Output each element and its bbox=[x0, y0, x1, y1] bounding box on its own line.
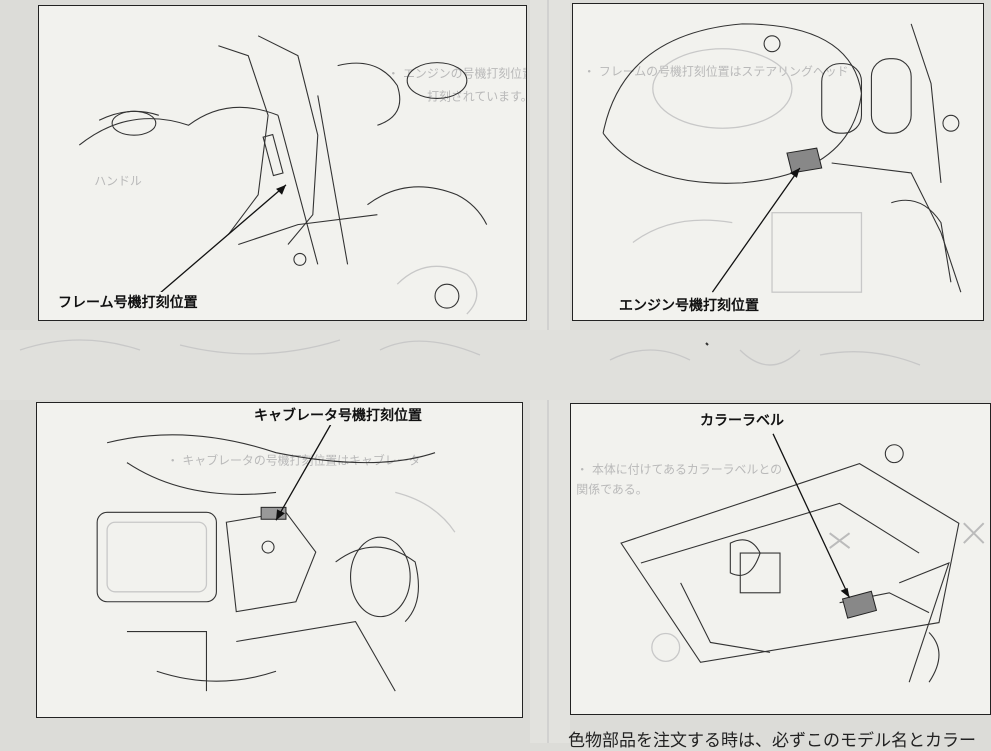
carburetor-number-label: キャブレータ号機打刻位置 bbox=[253, 405, 423, 425]
carburetor-illustration: ・ キャブレータの号機打刻位置はキャブレータ bbox=[96, 422, 456, 692]
frame-illustration: ・ エンジンの号機打刻位置はクランクケースに 打刻されています。 ハンドル bbox=[78, 35, 526, 315]
svg-text:・ キャブレータの号機打刻位置はキャブレータ: ・ キャブレータの号機打刻位置はキャブレータ bbox=[167, 454, 421, 468]
svg-text:・ エンジンの号機打刻位置はクランクケースに: ・ エンジンの号機打刻位置はクランクケースに bbox=[387, 67, 526, 81]
svg-text:関係である。: 関係である。 bbox=[576, 482, 647, 496]
color-label-panel: ・ 本体に付けてあるカラーラベルとの 関係である。 カラーラベル bbox=[570, 403, 991, 715]
color-label-caption: カラーラベル bbox=[699, 410, 785, 430]
engine-number-label: エンジン号機打刻位置 bbox=[618, 295, 760, 315]
svg-text:・ 本体に付けてあるカラーラベルとの: ・ 本体に付けてあるカラーラベルとの bbox=[576, 463, 782, 477]
footer-text: 色物部品を注文する時は、必ずこのモデル名とカラー bbox=[568, 731, 976, 751]
engine-illustration: ・ フレームの号機打刻位置はステアリングヘッド bbox=[583, 23, 962, 293]
frame-number-label: フレーム号機打刻位置 bbox=[57, 292, 199, 312]
color-label-illustration: ・ 本体に付けてあるカラーラベルとの 関係である。 bbox=[576, 433, 985, 683]
svg-text:・ フレームの号機打刻位置はステアリングヘッド: ・ フレームの号機打刻位置はステアリングヘッド bbox=[583, 65, 848, 79]
svg-text:ハンドル: ハンドル bbox=[94, 174, 142, 188]
frame-number-panel: ・ エンジンの号機打刻位置はクランクケースに 打刻されています。 ハンドル フレ… bbox=[38, 5, 527, 321]
svg-text:打刻されています。: 打刻されています。 bbox=[427, 89, 526, 103]
carburetor-number-panel: ・ キャブレータの号機打刻位置はキャブレータ キャブレータ号機打刻位置 bbox=[36, 402, 523, 718]
engine-number-panel: ・ フレームの号機打刻位置はステアリングヘッド エンジン号機打刻位置 bbox=[572, 3, 984, 321]
